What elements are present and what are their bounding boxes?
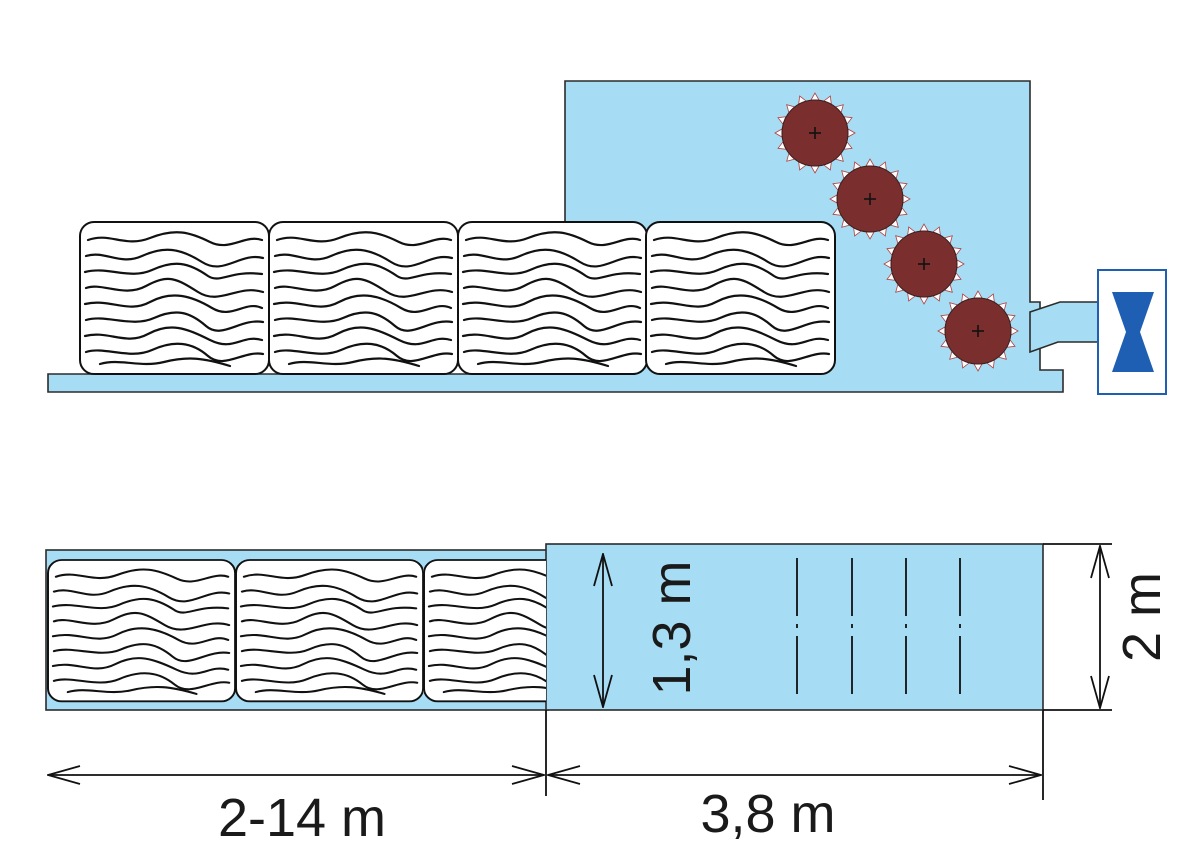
conveyor-length-label: 2-14 m [218,788,386,848]
spiked-roller-icon [937,290,1019,372]
spiked-roller-icon [774,92,856,174]
bowtie-valve-icon [1112,292,1154,372]
bale [457,221,648,375]
bale [47,559,237,703]
side-view [47,80,1167,395]
spiked-roller-icon [829,158,911,240]
outlet-duct [1029,301,1101,354]
bale [79,221,270,375]
outer-width-label: 2 m [1112,572,1172,662]
bale [235,559,425,703]
inner-width-label: 1,3 m [642,560,702,695]
bale-partial [424,559,546,703]
top-view: 1,3 m 2 m 2-14 m 3,8 m [45,543,1172,848]
cut-lines [796,558,961,700]
machine-length-label: 3,8 m [700,784,835,844]
bale [645,221,836,375]
bale [268,221,459,375]
spiked-roller-icon [883,223,965,305]
machine-housing-top [545,543,1044,711]
